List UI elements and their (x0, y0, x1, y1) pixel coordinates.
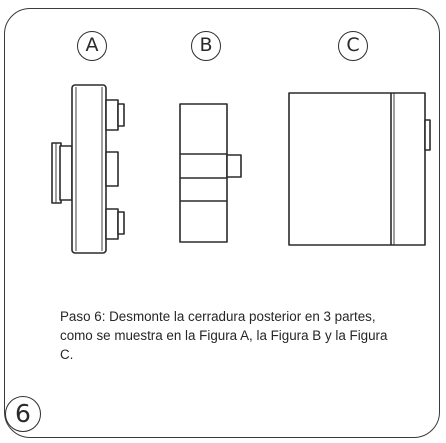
step-number-badge: 6 (5, 396, 41, 432)
figure-c-cover (288, 92, 431, 246)
figure-b-block (179, 103, 242, 243)
figure-a-label: A (77, 31, 107, 61)
step-instruction-text: Paso 6: Desmonte la cerradura posterior … (60, 309, 388, 362)
figure-a-lock-side-view (51, 84, 125, 254)
figure-b-label: B (191, 31, 221, 61)
figure-c-label: C (338, 31, 368, 61)
